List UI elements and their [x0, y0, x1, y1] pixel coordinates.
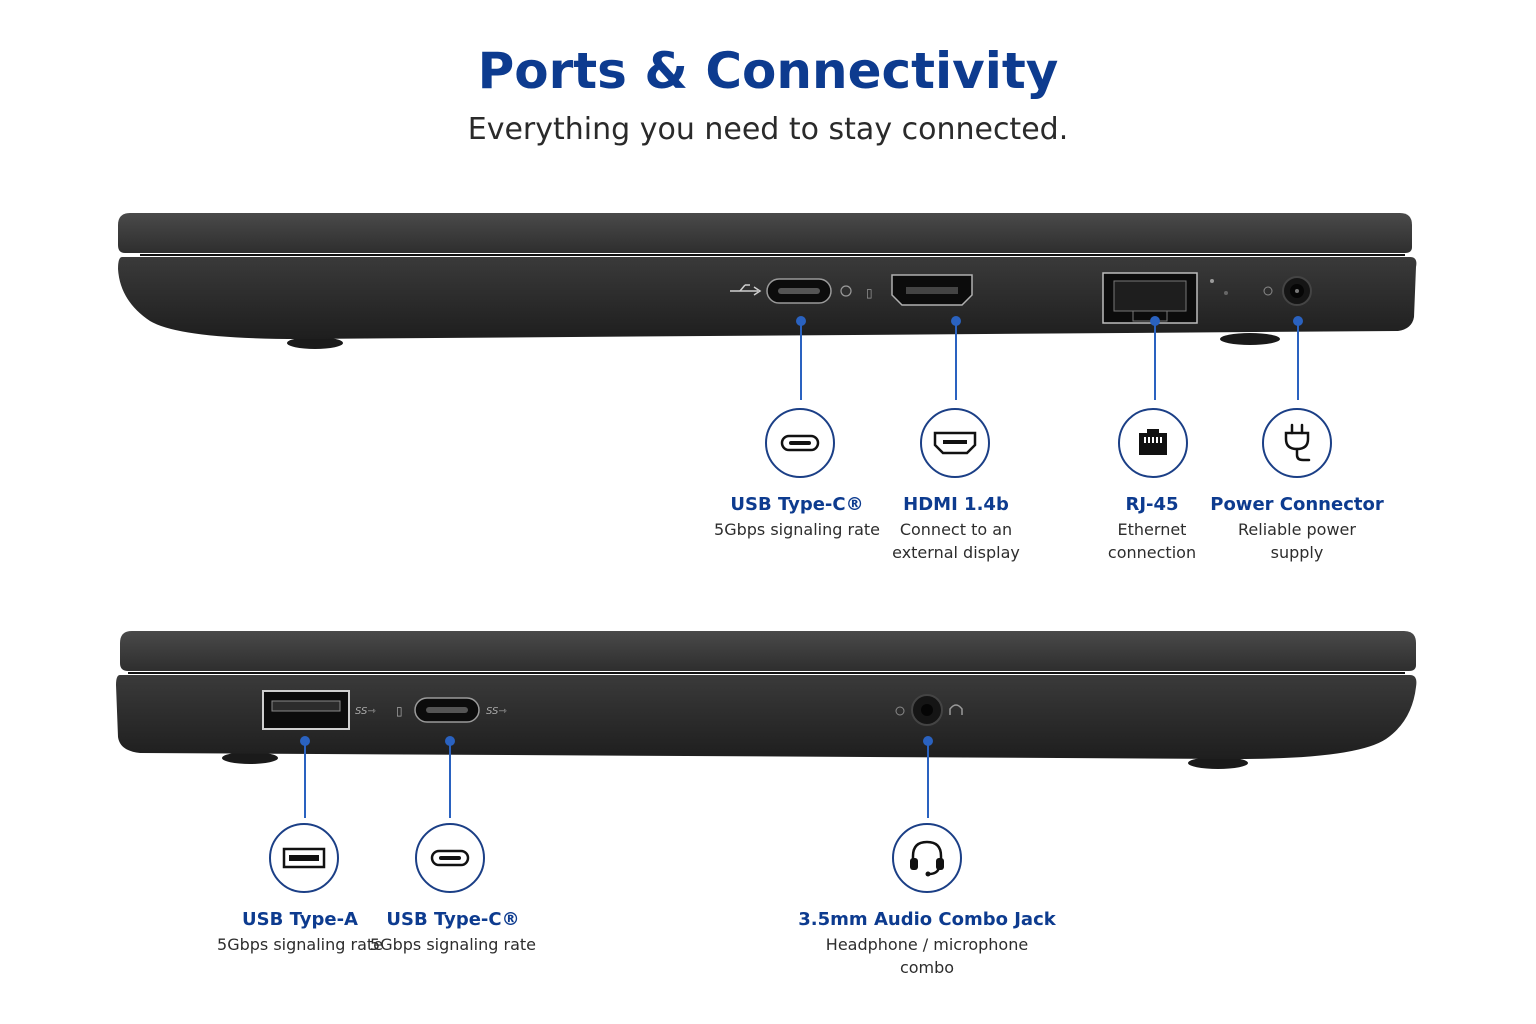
port-name: 3.5mm Audio Combo Jack	[798, 909, 1056, 930]
callout-dot	[951, 316, 961, 326]
ethernet-icon	[1118, 408, 1188, 478]
callout-line	[955, 322, 957, 400]
port-desc: 5Gbps signaling rate	[217, 935, 383, 954]
port-desc: Connect to an external display	[892, 520, 1020, 562]
port-desc: Ethernet connection	[1107, 520, 1197, 562]
callout-line	[1154, 322, 1156, 400]
port-name: USB Type-C®	[730, 494, 864, 515]
laptop-right-side-view: ▯	[118, 213, 1417, 349]
port-label-power: Power Connector Reliable power supply	[1197, 492, 1397, 564]
page-title: Ports & Connectivity	[477, 42, 1059, 100]
port-label-usb-c: USB Type-C® 5Gbps signaling rate	[353, 907, 553, 956]
port-desc: 5Gbps signaling rate	[370, 935, 536, 954]
headset-icon	[892, 823, 962, 893]
svg-text:▯: ▯	[396, 704, 403, 718]
usb-a-icon	[269, 823, 339, 893]
hdmi-icon	[920, 408, 990, 478]
port-label-hdmi: HDMI 1.4b Connect to an external display	[856, 492, 1056, 564]
port-label-usb-a: USB Type-A 5Gbps signaling rate	[200, 907, 400, 956]
port-name: USB Type-C®	[386, 909, 520, 930]
callout-dot	[923, 736, 933, 746]
callout-dot	[445, 736, 455, 746]
callout-dot	[300, 736, 310, 746]
port-name: Power Connector	[1210, 494, 1384, 515]
port-desc: Headphone / microphone combo	[825, 935, 1029, 977]
callout-dot	[1293, 316, 1303, 326]
callout-line	[449, 742, 451, 818]
callout-dot	[796, 316, 806, 326]
callout-line	[800, 322, 802, 400]
svg-text:▯: ▯	[866, 286, 873, 300]
callout-dot	[1150, 316, 1160, 326]
callout-line	[304, 742, 306, 818]
port-label-audio-jack: 3.5mm Audio Combo Jack Headphone / micro…	[797, 907, 1057, 979]
svg-text:SS⇾: SS⇾	[355, 706, 376, 717]
power-plug-icon	[1262, 408, 1332, 478]
page-subtitle: Everything you need to stay connected.	[467, 112, 1069, 147]
port-label-usb-c: USB Type-C® 5Gbps signaling rate	[697, 492, 897, 541]
port-desc: 5Gbps signaling rate	[714, 520, 880, 539]
usb-c-icon	[415, 823, 485, 893]
port-name: HDMI 1.4b	[903, 494, 1009, 515]
callout-line	[1297, 322, 1299, 400]
port-name: RJ-45	[1125, 494, 1179, 515]
port-name: USB Type-A	[242, 909, 358, 930]
port-label-rj45: RJ-45 Ethernet connection	[1052, 492, 1252, 564]
usb-c-icon	[765, 408, 835, 478]
callout-line	[927, 742, 929, 818]
port-desc: Reliable power supply	[1238, 520, 1356, 562]
svg-text:SS⇾: SS⇾	[486, 706, 507, 717]
laptop-left-side-view: SS⇾ ▯ SS⇾	[116, 631, 1417, 769]
